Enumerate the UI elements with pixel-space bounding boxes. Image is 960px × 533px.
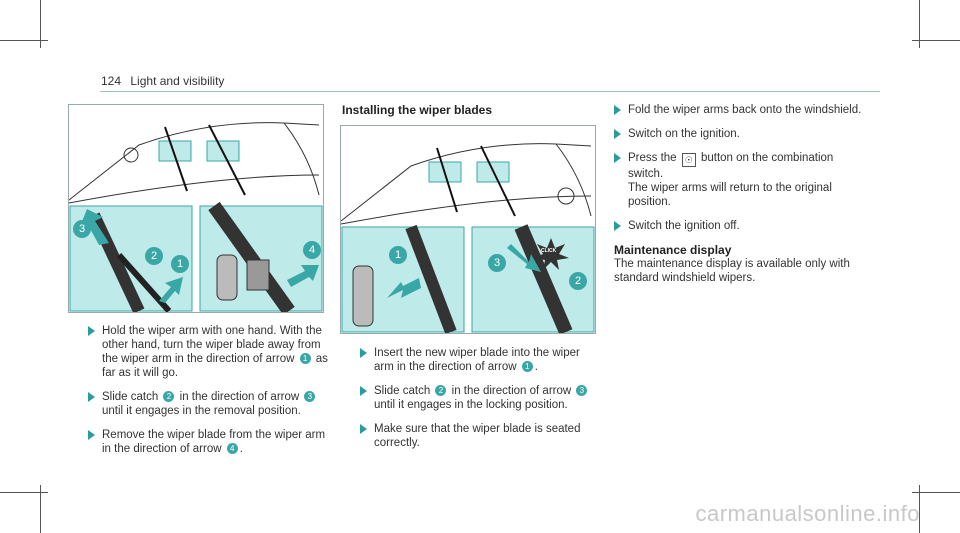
step-item: Remove the wiper blade from the wiper ar… [88,428,328,456]
installation-steps: Insert the new wiper blade into the wipe… [360,346,600,460]
callout-1: 1 [171,255,189,273]
step-item: Make sure that the wiper blade is seated… [360,422,600,450]
arrow-bullet-icon [88,430,95,440]
arrow-bullet-icon [614,153,621,163]
crop-mark [919,0,920,48]
arrow-bullet-icon [614,129,621,139]
installing-heading: Installing the wiper blades [342,103,493,117]
step-ignition-on: Switch on the ignition. [614,127,864,141]
crop-mark [912,40,960,41]
crop-mark [919,485,920,533]
arrow-bullet-icon [614,105,621,115]
crop-mark [0,40,48,41]
page-number: 124 [101,74,122,88]
maintenance-section: Maintenance display The maintenance disp… [614,243,864,285]
arrow-bullet-icon [360,424,367,434]
callout-4: 4 [303,241,321,259]
watermark: carmanualsonline.info [695,501,920,526]
callout-3: 3 [73,220,91,238]
removal-steps: Hold the wiper arm with one hand. With t… [88,324,328,466]
page-header: 124 Light and visibility [101,74,224,88]
figure-wiper-removal: 3 2 1 4 [68,104,324,313]
section-title: Light and visibility [130,74,225,88]
wiper-button-icon: ☉ [681,153,696,167]
crop-mark [912,492,960,493]
step-fold: Fold the wiper arms back onto the windsh… [614,103,864,117]
arrow-bullet-icon [88,392,95,402]
crop-mark [0,492,48,493]
arrow-bullet-icon [614,221,621,231]
step-press-button: Press the ☉ button on the combination sw… [614,151,864,209]
crop-mark [40,0,41,48]
click-label: CLICK [541,248,557,254]
maintenance-heading: Maintenance display [614,243,732,257]
step-ignition-off: Switch the ignition off. [614,219,864,233]
header-rule [100,91,880,92]
callout-2: 2 [569,272,587,290]
arrow-bullet-icon [360,386,367,396]
figure-wiper-installation: CLICK 1 3 2 [340,125,596,334]
right-column: Fold the wiper arms back onto the windsh… [614,103,864,285]
step-item: Insert the new wiper blade into the wipe… [360,346,600,374]
step-item: Slide catch 2 in the direction of arrow … [88,390,328,418]
arrow-bullet-icon [360,348,367,358]
arrow-bullet-icon [88,326,95,336]
callout-1: 1 [389,246,407,264]
maintenance-text: The maintenance display is available onl… [614,258,850,284]
callout-3: 3 [488,254,506,272]
step-item: Slide catch 2 in the direction of arrow … [360,384,600,412]
callout-2: 2 [145,247,163,265]
step-item: Hold the wiper arm with one hand. With t… [88,324,328,380]
crop-mark [40,485,41,533]
